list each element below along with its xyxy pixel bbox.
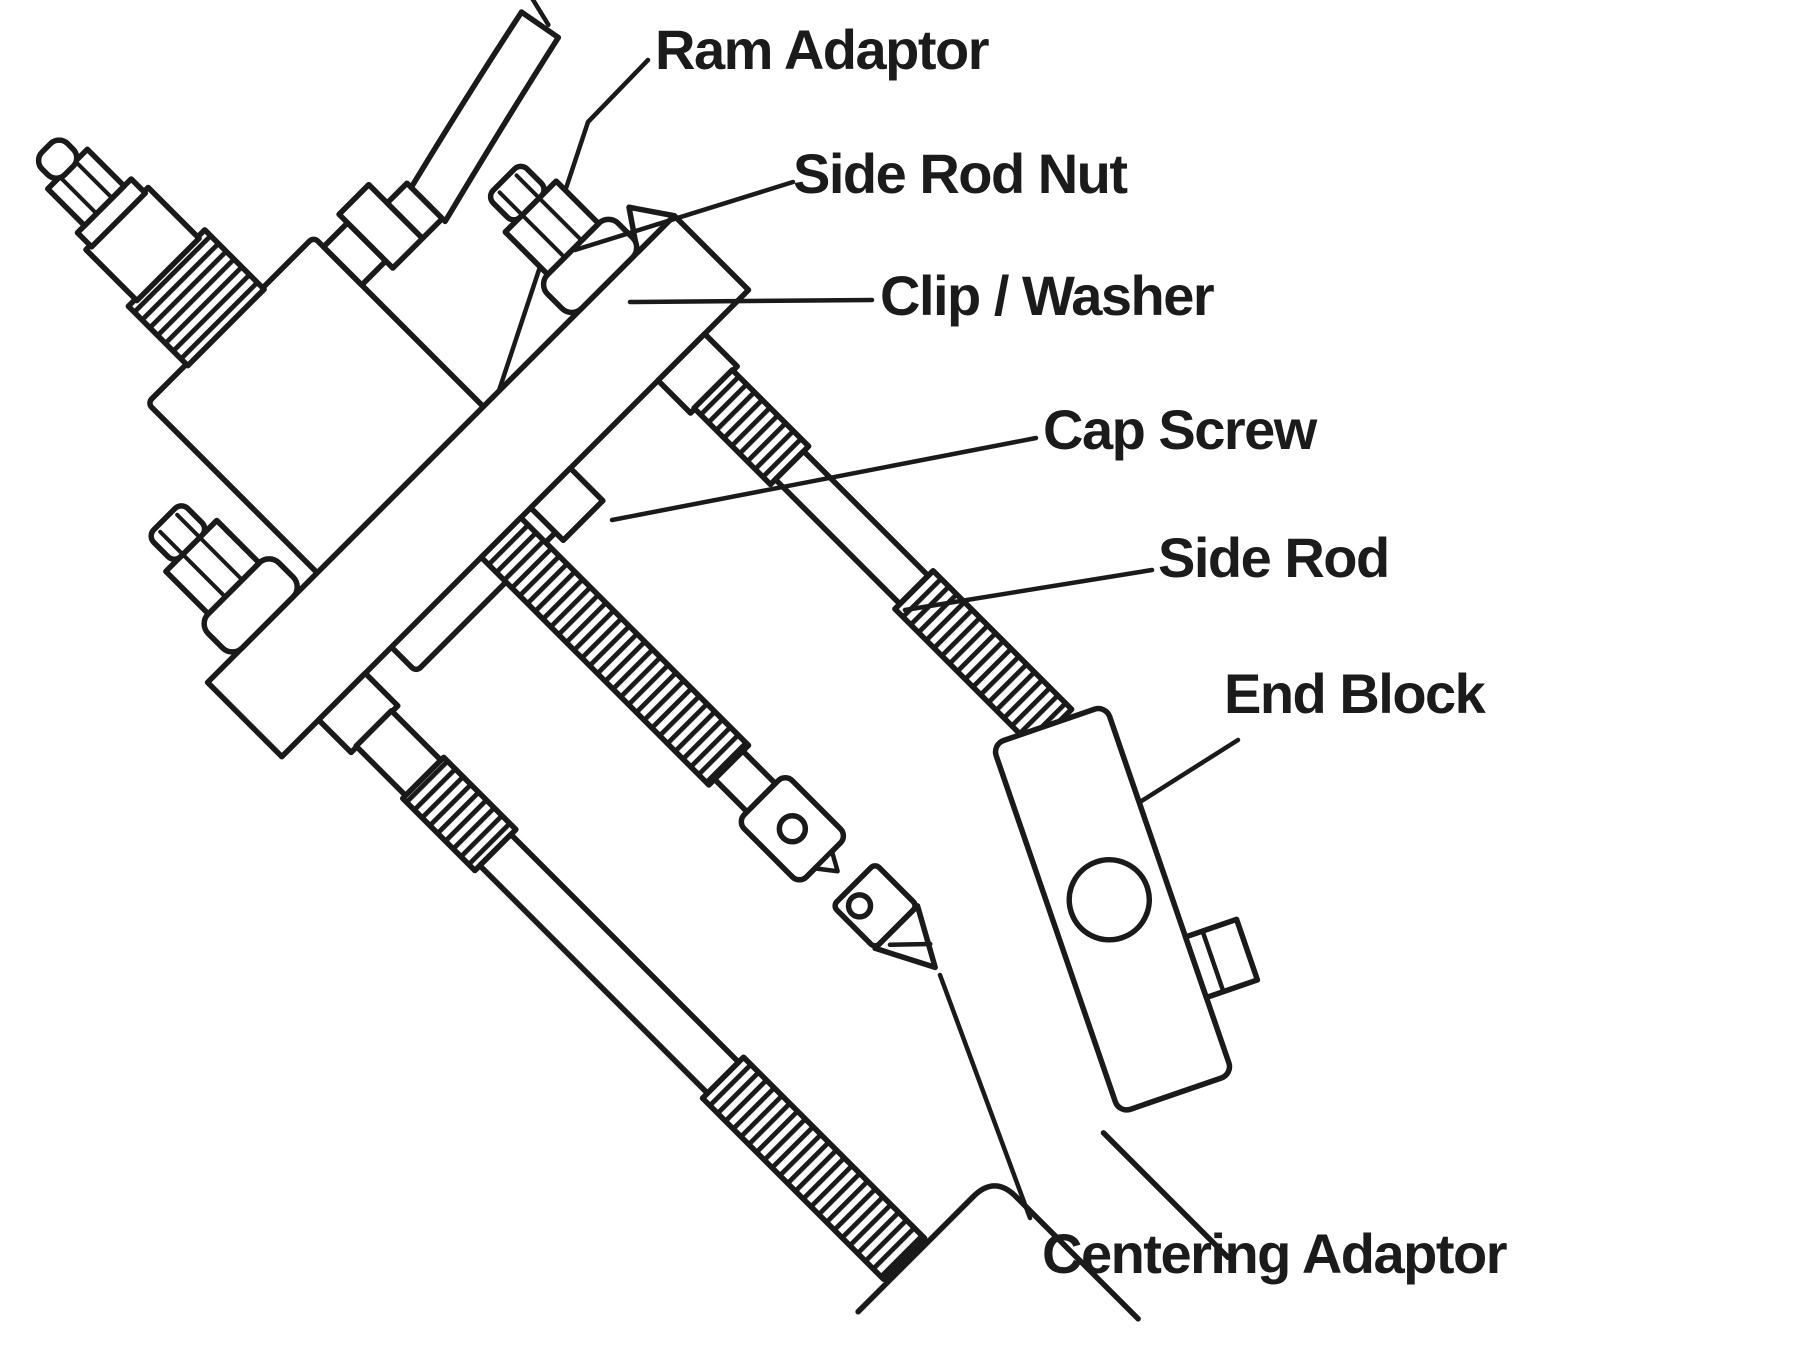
centering-adaptor-part	[832, 863, 938, 971]
left-side-rod-threads	[699, 1054, 928, 1282]
side-rod-nut-left	[148, 503, 300, 655]
nut-facet	[514, 173, 583, 242]
hose-break-tick	[523, 0, 551, 28]
leader-clip-washer	[627, 297, 875, 305]
right-side-rod	[691, 367, 1075, 751]
hose-break-end	[518, 9, 562, 41]
center-forcing-screw	[478, 514, 847, 883]
nut-top	[487, 163, 547, 223]
cropped-part-outline	[855, 1183, 1141, 1322]
leader-end-block	[1137, 737, 1241, 805]
left-side-rod-shank	[477, 831, 742, 1097]
end-block-nut-facet	[1200, 928, 1226, 994]
ram-piston-cap	[35, 137, 80, 181]
left-side-rod	[353, 707, 928, 1282]
label-centering-adaptor: Centering Adaptor	[1042, 1222, 1507, 1285]
hydraulic-hose	[408, 9, 525, 191]
piston-nut-facet	[73, 159, 115, 201]
piston-nut-facet	[57, 174, 99, 216]
end-block-hole	[1066, 857, 1153, 943]
cropped-part-outline	[1100, 1130, 1231, 1261]
label-clip-washer: Clip / Washer	[880, 264, 1215, 327]
cap-screw-head	[527, 465, 606, 544]
leader-side-rod-nut	[572, 179, 796, 253]
leader-cap-screw	[609, 435, 1039, 523]
forcing-screw-threads	[478, 514, 752, 788]
hydraulic-hose	[442, 34, 562, 225]
puller-assembly	[35, 0, 1261, 1322]
centering-adaptor-point	[872, 903, 938, 971]
leader-side-rod	[902, 567, 1155, 613]
centering-adaptor-hole	[845, 892, 874, 920]
nut-facet	[497, 190, 566, 259]
side-rod-nut-top	[487, 163, 640, 316]
label-ram-adaptor: Ram Adaptor	[655, 18, 990, 81]
leader-ram-adaptor	[467, 57, 651, 481]
nut-facet	[158, 529, 226, 598]
nut-top	[148, 503, 208, 562]
label-cap-screw: Cap Screw	[1043, 398, 1317, 461]
leader-centering-adaptor	[937, 972, 1033, 1221]
forcing-screw-tip	[812, 849, 840, 874]
end-block-group	[992, 705, 1261, 1113]
centering-adaptor-band	[887, 941, 933, 948]
drive-end-hole	[776, 813, 809, 845]
hose-fitting-nipple	[384, 180, 446, 242]
label-side-rod-nut: Side Rod Nut	[793, 142, 1128, 205]
nut-facet	[175, 512, 243, 581]
label-end-block: End Block	[1224, 662, 1486, 725]
label-side-rod: Side Rod	[1158, 526, 1390, 589]
